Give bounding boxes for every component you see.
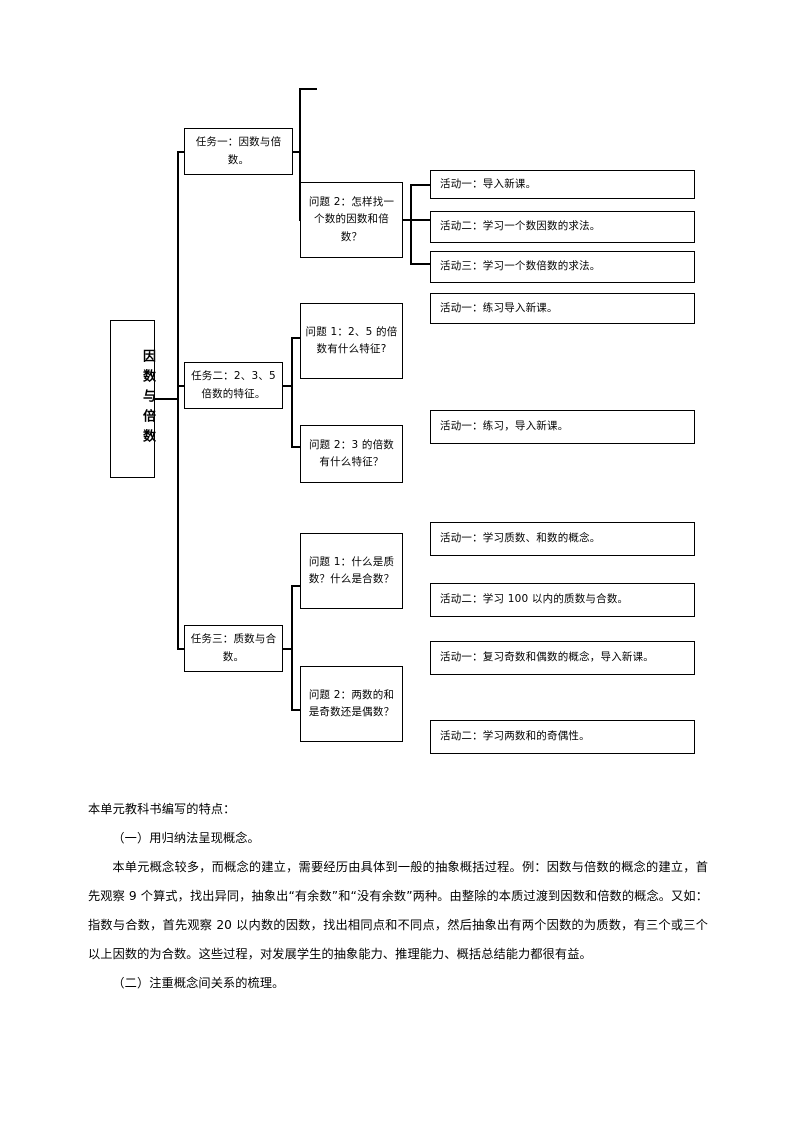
activity-node-5-label: 活动一：练习，导入新课。 <box>440 420 569 433</box>
connector-task2-q2 <box>291 446 300 448</box>
activity-node-6: 活动一：学习质数、和数的概念。 <box>430 522 695 556</box>
activity-node-7-label: 活动二：学习 100 以内的质数与合数。 <box>440 593 629 606</box>
connector-task1-branch <box>299 88 301 220</box>
activity-node-7: 活动二：学习 100 以内的质数与合数。 <box>430 583 695 617</box>
connector-task2-branch <box>291 337 293 447</box>
connector-task3-q1 <box>291 585 300 587</box>
task-node-1-label: 任务一：因数与倍数。 <box>195 136 282 166</box>
connector-task1-right <box>292 151 300 153</box>
connector-task2-right <box>283 385 292 387</box>
connector-task3-branch <box>291 585 293 710</box>
connector-spine-task1 <box>177 151 185 153</box>
text-section-two-title: （二）注重概念间关系的梳理。 <box>112 976 285 990</box>
diagram-root-label: 因数与倍数 <box>140 349 155 449</box>
question-node-3-2: 问题 2：两数的和是奇数还是偶数？ <box>300 666 403 742</box>
question-node-3-1-label: 问题 1：什么是质数？什么是合数？ <box>308 555 395 585</box>
task-node-2-label: 任务二：2、3、5 倍数的特征。 <box>191 370 276 400</box>
task-node-3-label: 任务三：质数与合数。 <box>190 633 277 663</box>
connector-q12-right <box>402 219 411 221</box>
activity-node-1: 活动一：导入新课。 <box>430 170 695 199</box>
connector-main-spine <box>177 151 179 648</box>
question-node-1-2-label: 问题 2：怎样找一个数的因数和倍数？ <box>308 196 395 243</box>
body-text-block: 本单元教科书编写的特点： （一）用归纳法呈现概念。 本单元概念较多，而概念的建立… <box>88 795 708 998</box>
connector-q12-a1 <box>410 184 430 186</box>
activity-node-1-label: 活动一：导入新课。 <box>440 177 537 190</box>
connector-task2-q1 <box>291 337 300 339</box>
question-node-3-1: 问题 1：什么是质数？什么是合数？ <box>300 533 403 609</box>
text-heading: 本单元教科书编写的特点： <box>88 802 236 816</box>
question-node-2-2: 问题 2：3 的倍数有什么特征？ <box>300 425 403 483</box>
activity-node-8-label: 活动一：复习奇数和偶数的概念，导入新课。 <box>440 651 654 664</box>
activity-node-9: 活动二：学习两数和的奇偶性。 <box>430 720 695 754</box>
connector-task3-right <box>283 648 292 650</box>
activity-node-9-label: 活动二：学习两数和的奇偶性。 <box>440 730 590 743</box>
connector-q12-branch <box>410 184 412 264</box>
connector-task1-top-stub <box>299 88 317 90</box>
activity-node-3: 活动三：学习一个数倍数的求法。 <box>430 251 695 283</box>
activity-node-2: 活动二：学习一个数因数的求法。 <box>430 211 695 243</box>
question-node-2-2-label: 问题 2：3 的倍数有什么特征？ <box>308 438 395 468</box>
activity-node-4: 活动一：练习导入新课。 <box>430 293 695 324</box>
connector-spine-task2 <box>177 385 185 387</box>
task-node-3: 任务三：质数与合数。 <box>184 625 283 672</box>
activity-node-4-label: 活动一：练习导入新课。 <box>440 301 558 314</box>
unit-structure-diagram: 因数与倍数 任务一：因数与倍数。 任务二：2、3、5 倍数的特征。 任务三：质数… <box>110 88 695 754</box>
task-node-1: 任务一：因数与倍数。 <box>184 128 293 175</box>
activity-node-3-label: 活动三：学习一个数倍数的求法。 <box>440 260 601 273</box>
activity-node-5: 活动一：练习，导入新课。 <box>430 410 695 444</box>
text-section-one-title: （一）用归纳法呈现概念。 <box>112 831 260 845</box>
activity-node-8: 活动一：复习奇数和偶数的概念，导入新课。 <box>430 641 695 675</box>
text-paragraph-one: 本单元概念较多，而概念的建立，需要经历由具体到一般的抽象概括过程。例：因数与倍数… <box>88 860 708 961</box>
activity-node-6-label: 活动一：学习质数、和数的概念。 <box>440 532 601 545</box>
diagram-root-node: 因数与倍数 <box>110 320 155 478</box>
connector-q12-a3 <box>410 263 430 265</box>
connector-root-right <box>154 398 178 400</box>
question-node-3-2-label: 问题 2：两数的和是奇数还是偶数？ <box>308 688 395 718</box>
task-node-2: 任务二：2、3、5 倍数的特征。 <box>184 362 283 409</box>
question-node-1-2: 问题 2：怎样找一个数的因数和倍数？ <box>300 182 403 258</box>
activity-node-2-label: 活动二：学习一个数因数的求法。 <box>440 220 601 233</box>
connector-spine-task3 <box>177 648 185 650</box>
question-node-2-1-label: 问题 1：2、5 的倍数有什么特征? <box>305 325 398 355</box>
connector-task3-q2 <box>291 709 300 711</box>
question-node-2-1: 问题 1：2、5 的倍数有什么特征? <box>300 303 403 379</box>
connector-q12-a2 <box>410 219 430 221</box>
